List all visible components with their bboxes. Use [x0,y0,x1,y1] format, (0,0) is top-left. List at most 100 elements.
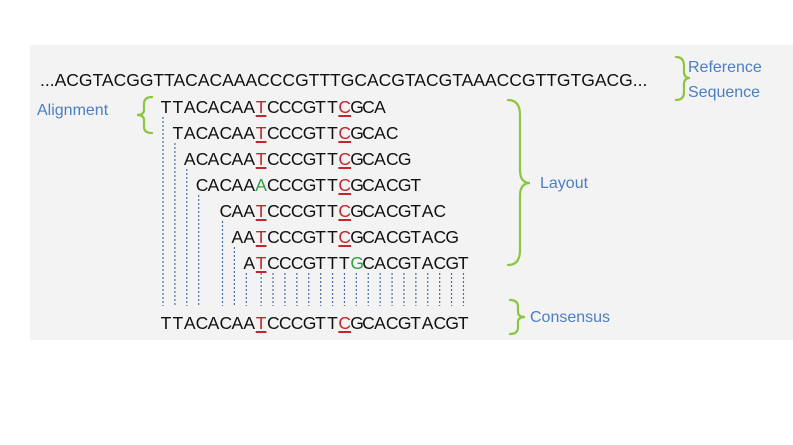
base: A [421,313,434,333]
base: T [410,253,422,273]
alignment-label: Alignment [37,102,109,119]
alignment-bracket [136,95,154,135]
read-7: ATCCCGTTTGCACGTACGT [243,253,469,273]
base: C [219,123,233,143]
base: C [362,97,375,117]
base: A [243,175,256,195]
mismatch-base: A [255,175,267,195]
read-5: CAATCCCGTTCGCACGTAC [220,201,447,221]
base: C [385,123,399,143]
base: G [397,149,412,169]
base: C [385,253,399,273]
base: A [231,201,244,221]
base: A [231,227,244,247]
base: C [290,149,304,169]
base: T [327,175,338,195]
read-2: TACACAATCCCGTTCGCAC [172,123,398,143]
consensus-sequence: TTACACAATCCCGTTCGCACGTACGT [160,313,469,333]
base: C [278,313,292,333]
base: G [350,201,364,221]
base: A [421,201,434,221]
base: T [172,97,184,117]
base: G [350,227,364,247]
base: T [410,227,422,247]
base: T [327,253,338,273]
base: C [433,253,447,273]
base: A [374,123,386,143]
base: T [315,123,326,143]
base: G [350,175,364,195]
base: A [243,97,256,117]
base: G [397,175,412,195]
base: C [385,175,399,195]
base: T [410,175,422,195]
base: T [457,313,469,333]
base: A [374,175,386,195]
sequence-label: Sequence [688,83,760,103]
mismatch-base: T [255,123,267,143]
mismatch-base: T [255,97,267,117]
base: C [219,175,233,195]
base: T [160,97,172,117]
base: G [302,227,317,247]
base: A [374,313,386,333]
base: T [410,313,421,333]
read-1: TTACACAATCCCGTTCGCA [160,97,386,117]
base: T [327,149,338,169]
base: C [385,313,399,333]
base: C [290,123,304,143]
base: A [183,149,196,169]
base: C [290,227,304,247]
base: G [397,227,412,247]
mismatch-base: C [338,149,352,169]
base: T [172,313,184,333]
base: T [327,97,338,117]
mismatch-base: C [338,313,351,333]
base: A [374,227,386,247]
base: C [278,253,292,273]
base: T [327,201,338,221]
mismatch-base: C [338,97,351,117]
base: C [267,253,280,273]
base: A [231,313,244,333]
mismatch-base: T [255,253,267,273]
base: T [315,253,326,273]
base: A [421,253,434,273]
mismatch-base: T [255,149,267,169]
base: A [183,97,196,117]
base: T [172,123,184,143]
base: C [362,227,375,247]
base: T [339,253,350,273]
reference-label-line1: Reference [688,59,762,76]
base: G [302,149,317,169]
base: T [160,313,172,333]
base: A [243,149,256,169]
consensus-bracket [508,298,526,336]
mismatch-base: T [255,313,267,333]
base: T [457,253,469,273]
base: C [195,313,209,333]
base: G [350,149,364,169]
base: A [183,123,196,143]
base: T [315,175,326,195]
diagram-panel [30,45,793,340]
base: G [350,97,364,117]
mismatch-base: C [338,123,351,143]
base: G [350,313,364,333]
base: C [278,201,292,221]
base: C [267,201,280,221]
base: C [362,149,375,169]
base: C [278,227,292,247]
base: C [362,175,375,195]
base: T [315,227,326,247]
reference-sequence: ...ACGTACGGTTACACAAACCCGTTTGCACGTACGTAAA… [40,70,648,90]
layout-bracket [506,98,531,267]
layout-label: Layout [540,175,589,192]
mismatch-base: T [255,227,267,247]
reference-label-line2: Sequence [688,84,761,101]
base: C [267,123,280,143]
base: C [278,97,292,117]
base: A [207,175,220,195]
